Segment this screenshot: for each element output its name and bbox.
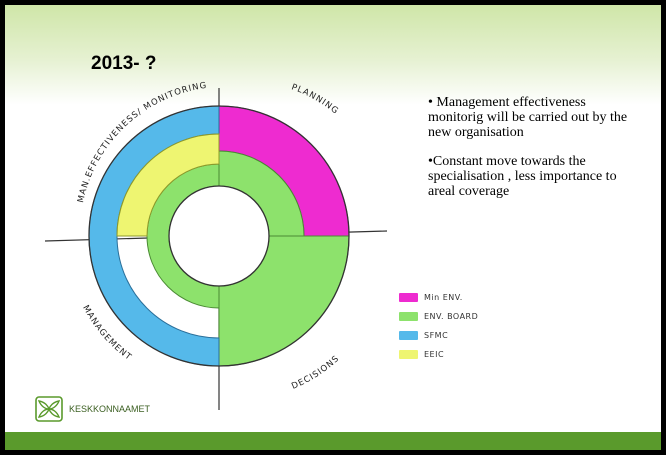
label-planning: PLANNING bbox=[290, 82, 341, 116]
legend-swatch bbox=[399, 312, 418, 321]
legend-item-sfmc: SFMC bbox=[399, 326, 478, 345]
label-decisions: DECISIONS bbox=[290, 354, 341, 392]
governance-ring-diagram: MAN.EFFECTIVENESS/ MONITORING PLANNING M… bbox=[44, 81, 388, 410]
legend-label: EEIC bbox=[424, 350, 445, 359]
slide: 2013- ? MAN.EFFECTIVENESS/ MONITORING bbox=[5, 5, 661, 450]
legend-item-min-env: Min ENV. bbox=[399, 288, 478, 307]
slide-title: 2013- ? bbox=[91, 53, 157, 74]
legend-swatch bbox=[399, 293, 418, 302]
footer-bar bbox=[5, 432, 661, 450]
note-item: •Constant move towards the specialisatio… bbox=[428, 154, 617, 199]
legend-label: Min ENV. bbox=[424, 293, 463, 302]
keskkonnaamet-logo: KESKKONNAAMET bbox=[35, 396, 150, 422]
decorative-header-band bbox=[5, 5, 661, 105]
legend-item-env-board: ENV. BOARD bbox=[399, 307, 478, 326]
legend: Min ENV. ENV. BOARD SFMC EEIC bbox=[399, 288, 478, 364]
slide-notes: • Management effectiveness monitorig wil… bbox=[428, 95, 633, 213]
segment-eeic bbox=[116, 133, 220, 237]
legend-swatch bbox=[399, 331, 418, 340]
legend-swatch bbox=[399, 350, 418, 359]
note-item: • Management effectiveness monitorig wil… bbox=[428, 95, 628, 140]
legend-item-eeic: EEIC bbox=[399, 345, 478, 364]
legend-label: ENV. BOARD bbox=[424, 312, 479, 321]
logo-text: KESKKONNAAMET bbox=[69, 404, 151, 414]
leaf-logo-icon bbox=[35, 396, 63, 422]
legend-label: SFMC bbox=[424, 331, 449, 340]
